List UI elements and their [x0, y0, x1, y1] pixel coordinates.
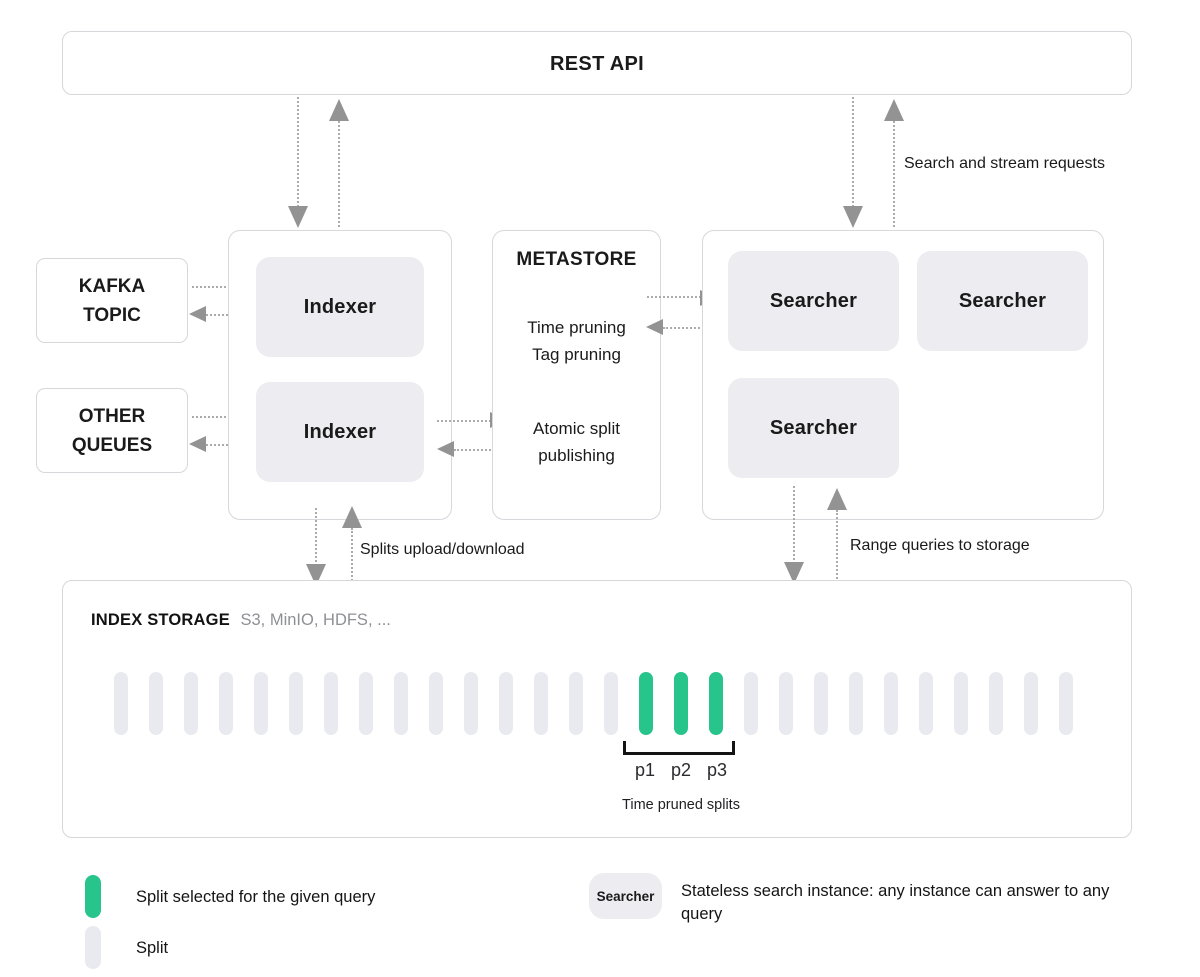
- pruned-label-p2: p2: [670, 760, 692, 780]
- searcher-node-1: Searcher: [728, 251, 899, 351]
- searcher-to-metastore-arrowhead: [646, 319, 663, 335]
- split-pill-selected: [639, 672, 653, 735]
- split-pill: [744, 672, 758, 735]
- split-pill: [1059, 672, 1073, 735]
- legend-split-label: Split: [136, 939, 169, 957]
- legend-selected-split-pill: [85, 875, 101, 918]
- indexer-node-2: Indexer: [256, 382, 424, 482]
- metastore-to-indexer-line: [454, 449, 510, 451]
- split-pill: [534, 672, 548, 735]
- searcher-node-3: Searcher: [728, 378, 899, 478]
- split-pill: [849, 672, 863, 735]
- split-pill: [499, 672, 513, 735]
- searcher-to-rest-arrowhead: [884, 99, 904, 121]
- split-pill: [254, 672, 268, 735]
- splits-row: [114, 672, 1073, 735]
- storage-to-indexer-arrowhead: [342, 506, 362, 528]
- rest-to-searcher-arrowhead: [843, 206, 863, 228]
- split-pill: [989, 672, 1003, 735]
- legend-selected-split-label: Split selected for the given query: [136, 888, 376, 906]
- split-pill: [464, 672, 478, 735]
- other-queues-line2: QUEUES: [71, 434, 153, 456]
- indexer-to-metastore-line: [437, 420, 491, 422]
- split-pill-selected: [709, 672, 723, 735]
- index-storage-title: INDEX STORAGE: [91, 611, 230, 629]
- index-storage-box: INDEX STORAGE S3, MinIO, HDFS, ... p1 p2…: [62, 580, 1132, 838]
- pruned-splits-caption: Time pruned splits: [622, 797, 740, 813]
- queues-to-indexer-line: [192, 416, 242, 418]
- searcher-to-metastore-line: [663, 327, 735, 329]
- split-pill: [884, 672, 898, 735]
- legend-searcher-badge: Searcher: [589, 873, 662, 919]
- split-pill: [324, 672, 338, 735]
- indexer-to-kafka-arrowhead: [189, 306, 206, 322]
- split-pill: [114, 672, 128, 735]
- kafka-topic-line1: KAFKA: [78, 275, 146, 297]
- pruned-label-p1: p1: [634, 760, 656, 780]
- metastore-atomic-split: Atomic split: [533, 419, 620, 438]
- split-pill-selected: [674, 672, 688, 735]
- metastore-box: METASTORE Time pruning Tag pruning Atomi…: [492, 230, 661, 520]
- searcher-to-storage-line: [793, 486, 795, 564]
- rest-api-box: REST API: [62, 31, 1132, 95]
- legend-split-pill: [85, 926, 101, 969]
- metastore-to-indexer-arrowhead: [437, 441, 454, 457]
- split-pill: [604, 672, 618, 735]
- split-pill: [184, 672, 198, 735]
- split-pill: [429, 672, 443, 735]
- kafka-topic-line2: TOPIC: [83, 304, 141, 326]
- split-pill: [919, 672, 933, 735]
- pruned-splits-bracket: [623, 741, 735, 755]
- storage-to-indexer-line: [351, 528, 353, 596]
- index-storage-subtitle: S3, MinIO, HDFS, ...: [240, 611, 391, 629]
- searcher-to-storage-arrowhead: [784, 562, 804, 584]
- metastore-time-pruning: Time pruning: [527, 318, 626, 337]
- rest-to-indexer-arrowhead: [288, 206, 308, 228]
- indexer-node-1: Indexer: [256, 257, 424, 357]
- indexer-to-storage-line: [315, 508, 317, 566]
- split-pill: [569, 672, 583, 735]
- indexer-to-queues-arrowhead: [189, 436, 206, 452]
- split-pill: [954, 672, 968, 735]
- split-pill: [814, 672, 828, 735]
- metastore-tag-pruning: Tag pruning: [532, 345, 621, 364]
- legend-searcher-description: Stateless search instance: any instance …: [681, 882, 1110, 923]
- metastore-pruning: Time pruning Tag pruning: [493, 314, 660, 368]
- split-pill: [359, 672, 373, 735]
- rest-api-label: REST API: [550, 52, 644, 75]
- split-pill: [779, 672, 793, 735]
- split-pill: [149, 672, 163, 735]
- split-pill: [394, 672, 408, 735]
- storage-to-searcher-arrowhead: [827, 488, 847, 510]
- other-queues-line1: OTHER: [78, 405, 146, 427]
- metastore-publishing-line2: publishing: [538, 446, 615, 465]
- split-pill: [219, 672, 233, 735]
- indexer-to-rest-arrowhead: [329, 99, 349, 121]
- range-queries-label: Range queries to storage: [850, 537, 1030, 554]
- storage-to-searcher-line: [836, 510, 838, 594]
- indexer-to-rest-line: [338, 121, 340, 227]
- rest-to-indexer-line: [297, 97, 299, 207]
- split-pill: [289, 672, 303, 735]
- metastore-publishing: Atomic split publishing: [493, 415, 660, 469]
- metastore-to-searcher-line: [647, 296, 701, 298]
- search-stream-label: Search and stream requests: [904, 155, 1105, 172]
- metastore-title: METASTORE: [516, 249, 637, 270]
- kafka-topic-box: KAFKA TOPIC: [36, 258, 188, 343]
- split-pill: [1024, 672, 1038, 735]
- searcher-node-2: Searcher: [917, 251, 1088, 351]
- pruned-label-p3: p3: [706, 760, 728, 780]
- splits-upload-label: Splits upload/download: [360, 541, 525, 558]
- rest-to-searcher-line: [852, 97, 854, 207]
- kafka-to-indexer-line: [192, 286, 242, 288]
- searcher-to-rest-line: [893, 121, 895, 227]
- other-queues-box: OTHER QUEUES: [36, 388, 188, 473]
